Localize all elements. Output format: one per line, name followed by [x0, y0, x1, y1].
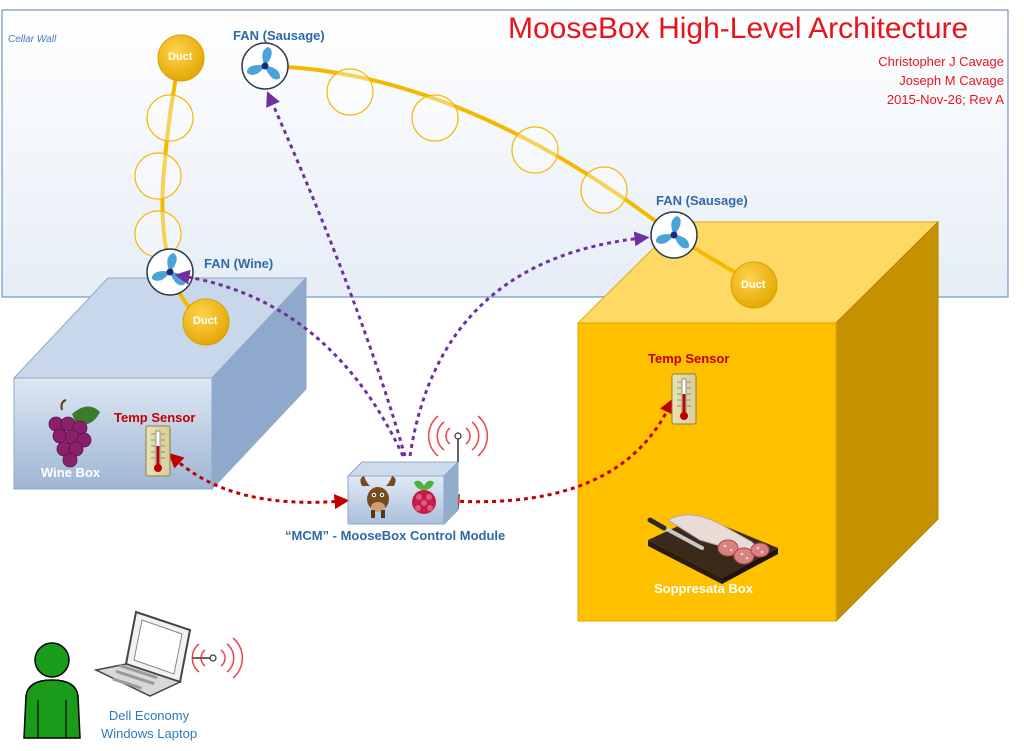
duct-top-label: Duct — [168, 51, 193, 63]
fan-sausage-top-icon — [241, 42, 289, 90]
fan-sausage-right-icon — [650, 211, 698, 259]
raspberry-pi-icon — [412, 480, 436, 514]
author-line-1: Christopher J Cavage — [878, 54, 1004, 69]
mcm-label: “MCM” - MooseBox Control Module — [285, 528, 506, 543]
mcm-antenna-icon — [427, 415, 489, 462]
author-line-2: Joseph M Cavage — [899, 73, 1004, 88]
fan-sausage-top-label: FAN (Sausage) — [233, 28, 325, 43]
duct-top — [157, 34, 205, 82]
revision-date: 2015-Nov-26; Rev A — [886, 92, 1004, 107]
link-mcm-to-soppresata-sensor — [444, 398, 674, 509]
moose-icon — [360, 476, 396, 518]
temp-sensor-wine-label: Temp Sensor — [114, 410, 196, 425]
link-mcm-to-fan-wine — [174, 269, 405, 457]
wine-box-label: Wine Box — [41, 465, 101, 480]
cellar-wall-label: Cellar Wall — [8, 34, 57, 45]
link-mcm-to-fan-sausage-top — [266, 91, 407, 457]
wireless-links — [174, 91, 650, 457]
grapes-icon — [48, 399, 100, 468]
fan-wine-icon — [146, 248, 194, 296]
laptop-wireless-icon — [191, 637, 244, 679]
mcm-module — [346, 460, 460, 526]
duct-rings — [134, 68, 628, 258]
duct-soppresata-label: Duct — [741, 279, 766, 291]
fan-wine-label: FAN (Wine) — [204, 256, 274, 271]
diagram-title: MooseBox High-Level Architecture — [508, 12, 969, 45]
thermometer-wine-icon — [145, 425, 171, 477]
soppresata-box-label: Soppresata Box — [654, 581, 753, 596]
laptop-label: Dell Economy Windows Laptop — [100, 708, 198, 741]
link-mcm-to-fan-sausage-right — [408, 231, 650, 457]
temp-sensor-soppresata-label: Temp Sensor — [648, 351, 730, 366]
laptop-icon — [93, 610, 192, 697]
duct-wine — [182, 298, 230, 346]
fan-sausage-right-label: FAN (Sausage) — [656, 193, 748, 208]
link-wine-sensor-to-mcm — [168, 452, 350, 510]
sensor-links — [168, 398, 674, 510]
user-icon — [23, 642, 81, 739]
duct-soppresata — [730, 261, 778, 309]
duct-wine-label: Duct — [193, 315, 218, 327]
cutting-board-icon — [647, 514, 778, 584]
thermometer-soppresata-icon — [671, 373, 697, 425]
